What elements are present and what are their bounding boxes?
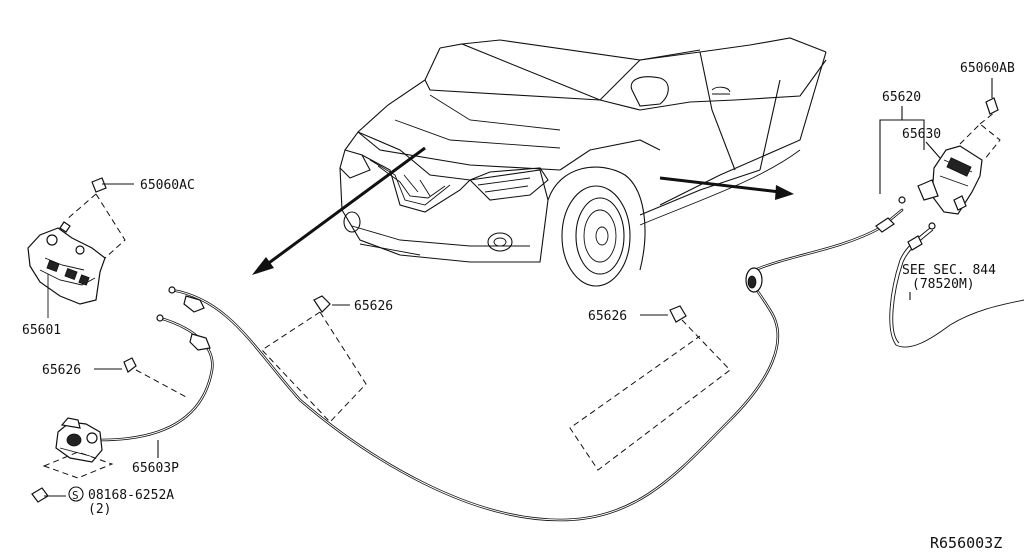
label-65620: 65620: [882, 90, 921, 105]
label-65603p: 65603P: [132, 461, 179, 476]
leader-65630: [925, 141, 941, 159]
secondary-latch-cable: [98, 314, 214, 442]
bolt-symbol: S: [72, 489, 79, 502]
hood-release-handle: [917, 145, 983, 215]
clip-65626-left: [94, 357, 137, 373]
figure-reference: R656003Z: [930, 534, 1002, 552]
label-65626-right: 65626: [588, 309, 627, 324]
label-65626-center: 65626: [354, 299, 393, 314]
bolt-65060ab: [985, 78, 999, 115]
bolt-symbol-circle: [68, 486, 84, 502]
guide-clip-left: [135, 369, 189, 399]
bolt-08168-6252a: [31, 487, 66, 503]
clip-65626-center: [313, 295, 350, 313]
guide-latch-bolt: [42, 451, 114, 479]
bolt-65060ac: [91, 177, 134, 193]
release-wire-right: [889, 222, 1024, 348]
guide-clip-right: [569, 319, 731, 471]
hood-lock-cable: [168, 196, 906, 522]
label-65630: 65630: [902, 127, 941, 142]
direction-arrow-left: [252, 146, 426, 275]
label-see-sec-line1: SEE SEC. 844: [902, 263, 996, 278]
guide-handle-bolt: [959, 111, 1001, 161]
vehicle-front-illustration: [339, 37, 827, 287]
clip-65626-right: [640, 305, 687, 323]
label-bolt-code: 08168-6252A: [88, 488, 174, 503]
guide-65060ac-to-lock: [65, 193, 126, 259]
direction-arrow-right: [659, 176, 794, 200]
label-65601: 65601: [22, 323, 61, 338]
hood-lock-assembly: [27, 221, 106, 318]
guide-clip-center: [261, 311, 367, 423]
bolt-callout: S 08168-6252A (2): [68, 486, 174, 517]
label-65060ac: 65060AC: [140, 178, 195, 193]
label-65060ab: 65060AB: [960, 61, 1015, 76]
label-bolt-qty: (2): [88, 502, 111, 517]
secondary-latch-assembly: [55, 417, 103, 463]
label-65626-left: 65626: [42, 363, 81, 378]
label-see-sec-line2: (78520M): [912, 277, 975, 292]
bracket-65620-leader: [879, 106, 925, 194]
